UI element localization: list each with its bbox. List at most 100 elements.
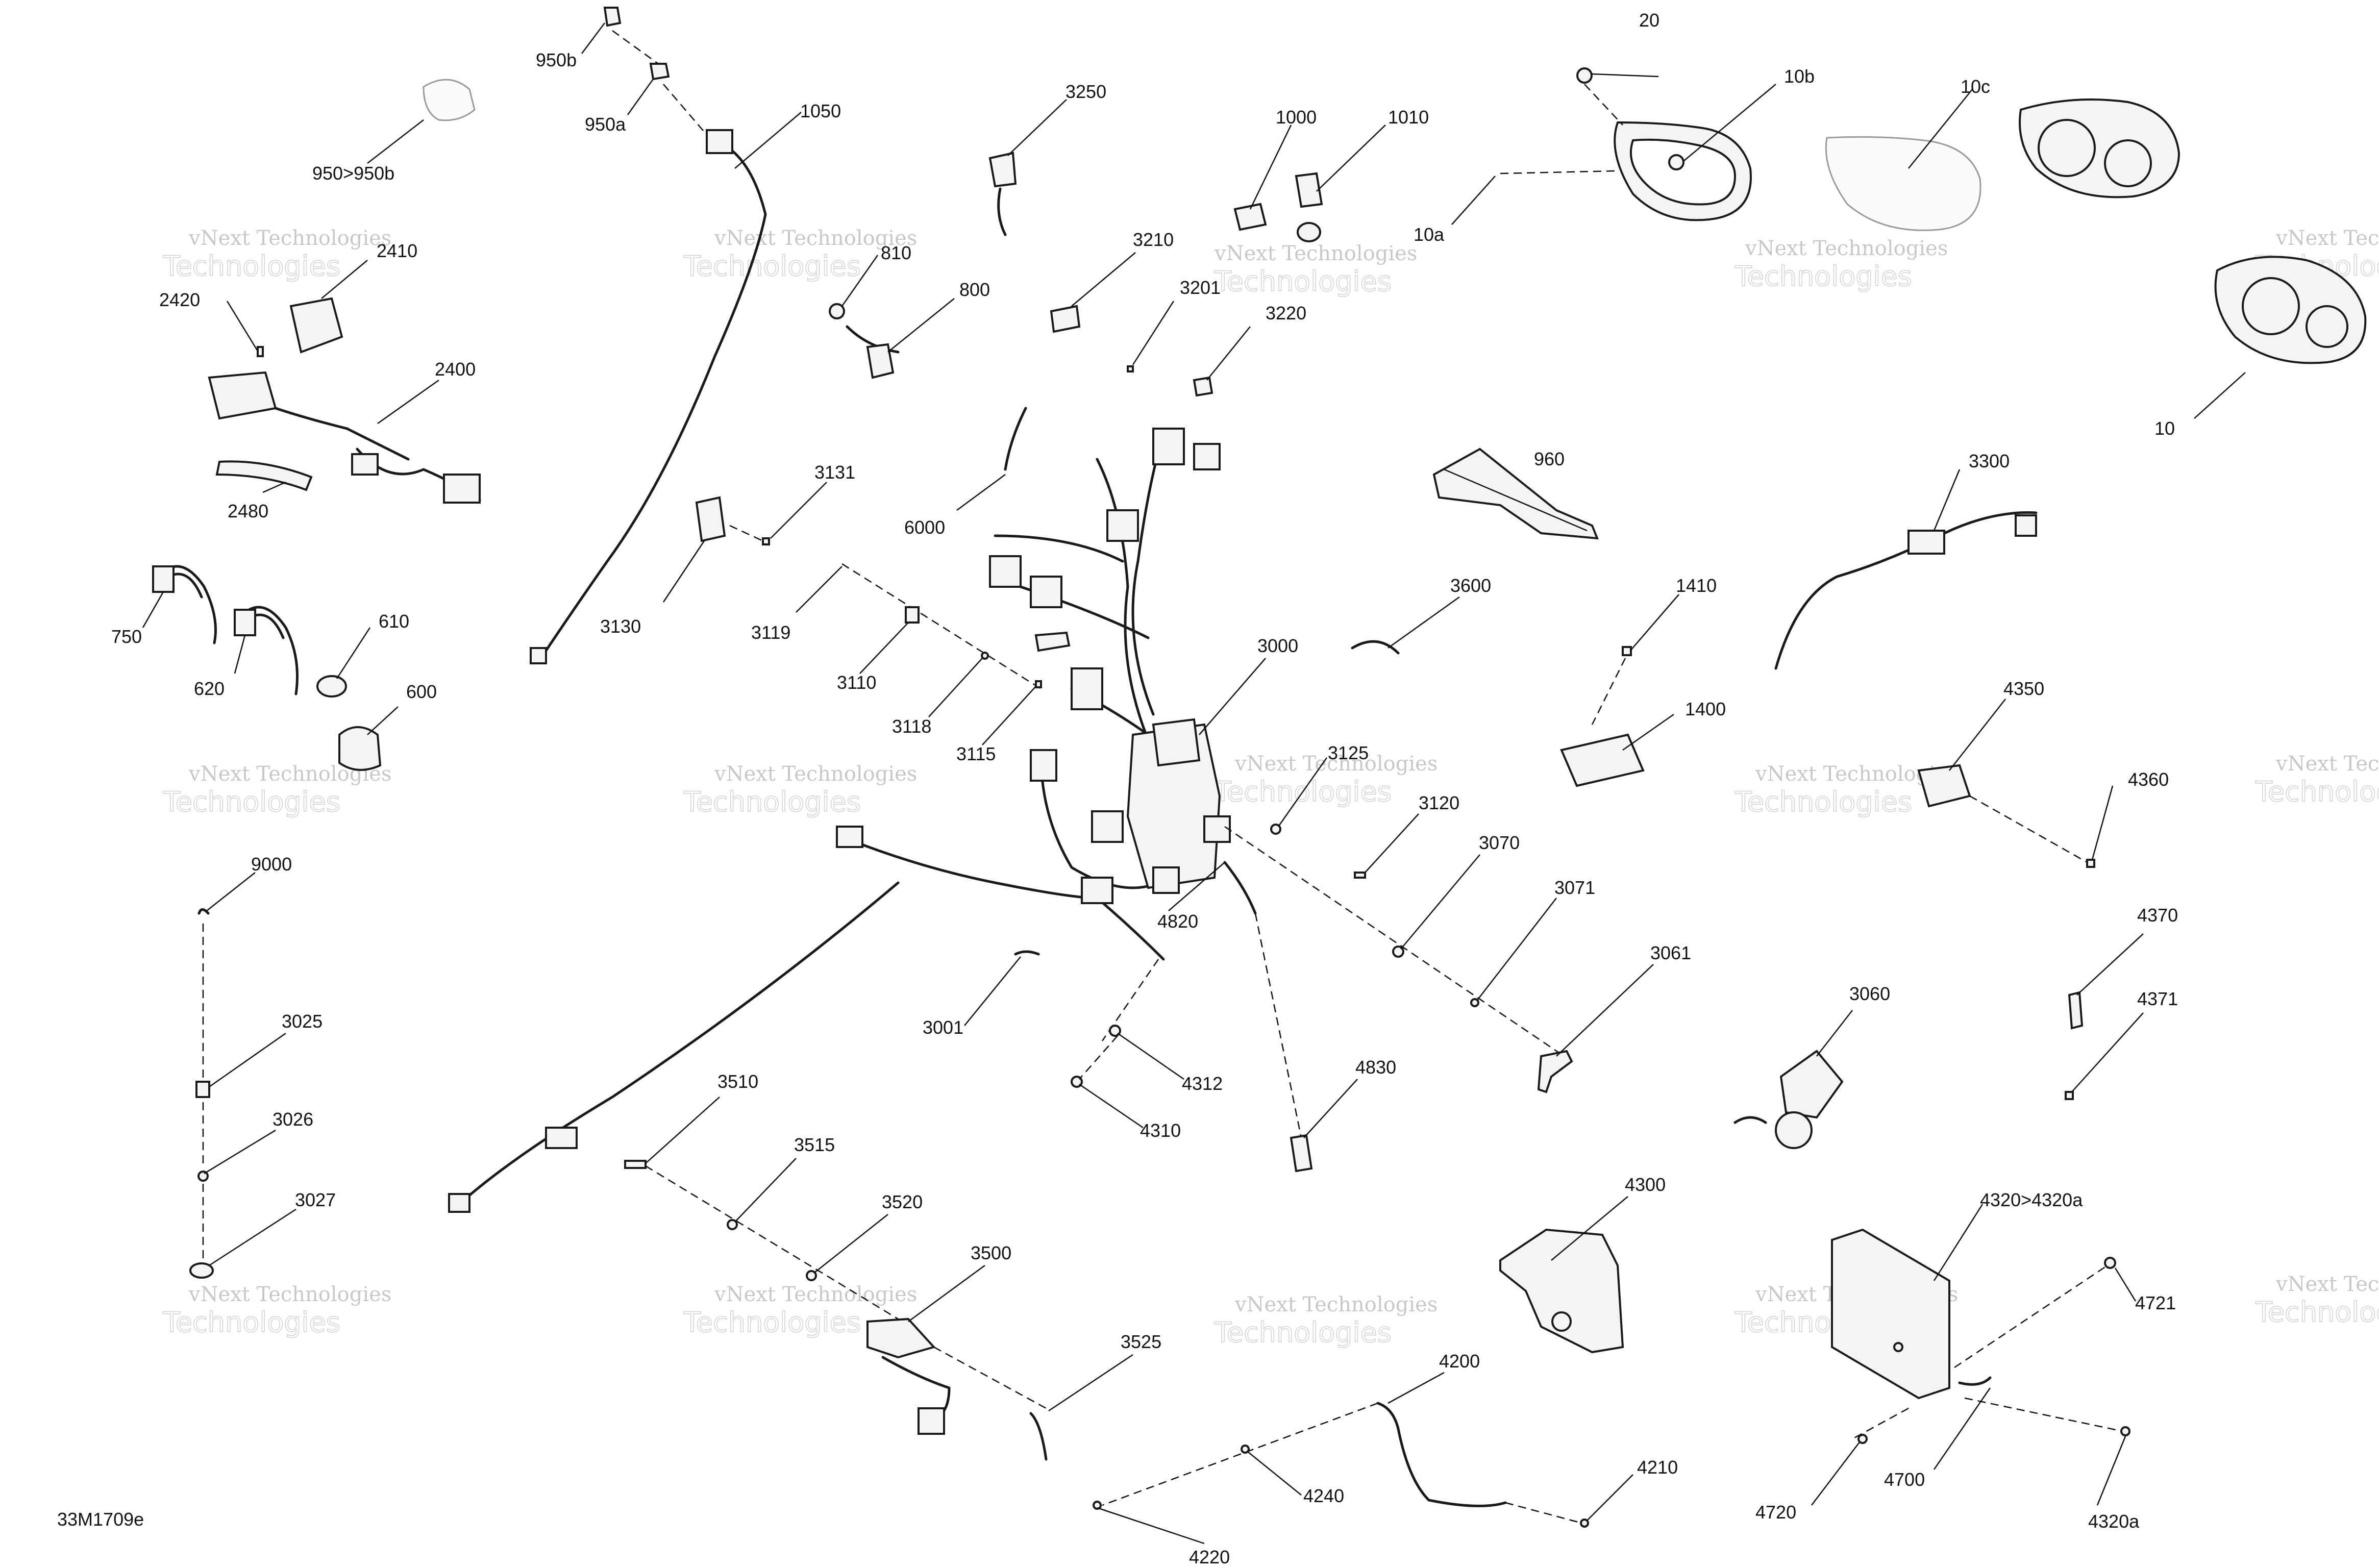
- actuator-3060: [1779, 1050, 1844, 1119]
- connector: [545, 1127, 578, 1149]
- label-4720: 4720: [1755, 1502, 1796, 1523]
- label-3130: 3130: [600, 616, 641, 637]
- nut-3125: [1270, 824, 1281, 835]
- socket-1010: [1295, 172, 1323, 208]
- connector: [1152, 866, 1180, 894]
- watermark-outline: Technologies: [1214, 265, 1392, 297]
- connector-3500: [918, 1407, 945, 1435]
- wire-2400: [274, 407, 410, 461]
- wire-3001: [1014, 950, 1040, 956]
- watermark-text: vNext Technologies: [1234, 1293, 1438, 1316]
- connector: [1030, 576, 1062, 608]
- label-1050: 1050: [800, 101, 841, 121]
- label-4700: 4700: [1884, 1469, 1925, 1490]
- harness-branch: [994, 534, 1124, 563]
- screw-4360: [2086, 859, 2095, 868]
- connector: [836, 826, 863, 848]
- screw-1410: [1622, 646, 1632, 656]
- label-3027: 3027: [295, 1189, 336, 1210]
- harness-branch: [1039, 754, 1160, 889]
- connector-3300: [1907, 530, 1945, 555]
- label-3131: 3131: [814, 462, 855, 483]
- right-centre-parts: [1224, 447, 2095, 1149]
- sensor-3250: [988, 152, 1017, 188]
- label-10c: 10c: [1961, 76, 1990, 97]
- sensor-800: [846, 325, 900, 354]
- label-3510: 3510: [717, 1071, 758, 1092]
- label-4320a: 4320a: [2088, 1511, 2140, 1532]
- label-4830: 4830: [1355, 1057, 1396, 1078]
- label-3525: 3525: [1121, 1331, 1161, 1352]
- watermark-outline: Technologies: [2255, 776, 2379, 808]
- connector-3300: [2015, 514, 2037, 537]
- washer-3520: [806, 1270, 817, 1281]
- watermark-text: vNext Technologies: [1745, 237, 1948, 260]
- connector: [443, 474, 481, 504]
- watermark-outline: Technologies: [683, 250, 861, 282]
- watermarks: vNext Technologies Technologies vNext Te…: [162, 227, 2379, 1349]
- connector: [1091, 810, 1124, 843]
- screw-3115: [1035, 680, 1042, 688]
- label-3115: 3115: [956, 743, 996, 764]
- coil-end: [234, 609, 256, 636]
- nut-4721: [2104, 1257, 2116, 1269]
- screw-3510: [624, 1160, 647, 1169]
- label-10a: 10a: [1414, 224, 1445, 245]
- watermark-outline: Technologies: [683, 1306, 861, 1338]
- label-3250: 3250: [1065, 81, 1106, 102]
- label-2420: 2420: [159, 289, 200, 310]
- watermark-text: vNext Technologies: [714, 227, 917, 250]
- bezel-hole: [1668, 154, 1684, 170]
- connector: [989, 555, 1022, 588]
- ecu-screw: [1893, 1342, 1903, 1352]
- clip-9000: [197, 908, 210, 915]
- label-950b: 950b: [536, 49, 577, 70]
- cover-950: [423, 79, 476, 121]
- wire-3060: [1733, 1116, 1767, 1124]
- watermark-outline: Technologies: [163, 250, 340, 282]
- left-parts: [152, 7, 710, 1279]
- label-6000: 6000: [904, 517, 945, 538]
- harness-branch: [840, 835, 1099, 900]
- solenoid-4350: [1917, 764, 1971, 808]
- label-3120: 3120: [1419, 792, 1459, 813]
- label-4820: 4820: [1157, 911, 1198, 932]
- switch-housing-2410: [289, 297, 343, 354]
- label-2400: 2400: [435, 359, 476, 380]
- clip-3220: [1193, 376, 1213, 397]
- label-3600: 3600: [1450, 575, 1491, 596]
- fuse-3110: [905, 606, 920, 624]
- watermark-text: vNext Technologies: [2275, 752, 2379, 776]
- label-3210: 3210: [1133, 229, 1174, 250]
- clip-4830: [1290, 1134, 1313, 1173]
- watermark-text: vNext Technologies: [714, 762, 917, 786]
- main-harness-3000: [448, 129, 1323, 1213]
- switch-3500: [866, 1317, 936, 1359]
- label-3000: 3000: [1257, 635, 1298, 656]
- connector: [448, 1193, 470, 1213]
- label-1000: 1000: [1276, 107, 1317, 128]
- label-3001: 3001: [923, 1017, 963, 1038]
- strap-6000: [1004, 407, 1027, 471]
- bottom-parts: [624, 913, 2130, 1528]
- key-switch-600: [338, 726, 382, 771]
- watermark-text: vNext Technologies: [714, 1283, 917, 1306]
- label-2480: 2480: [228, 501, 268, 521]
- harness-branch: [1131, 432, 1165, 716]
- gauge-dial: [2306, 305, 2348, 348]
- nut-4720: [1857, 1434, 1868, 1444]
- label-4312: 4312: [1182, 1073, 1223, 1094]
- callout-labels: 20 10b 10c 10a 10 950b 950a 950>950b 105…: [111, 10, 2178, 1567]
- pad-3210: [1050, 305, 1081, 333]
- bolt-4370: [2068, 991, 2084, 1030]
- clip-3025: [195, 1081, 210, 1098]
- washer-4240: [1241, 1445, 1250, 1454]
- fuse-box-3000: [1126, 723, 1221, 889]
- harness-branch: [1096, 897, 1165, 961]
- connector: [351, 453, 379, 476]
- label-4310: 4310: [1140, 1120, 1181, 1141]
- screw-3201: [1127, 365, 1134, 372]
- label-20: 20: [1639, 10, 1659, 31]
- nut-4371: [2065, 1091, 2074, 1100]
